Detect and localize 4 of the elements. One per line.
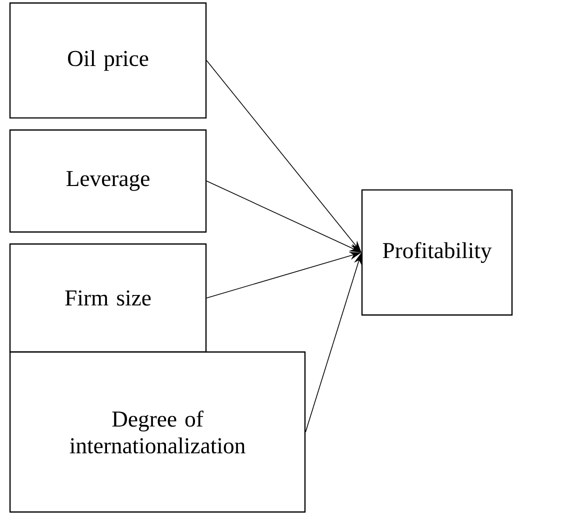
box: Firm size xyxy=(9,243,207,353)
box: Leverage xyxy=(9,129,207,233)
box: Oil price xyxy=(9,2,207,119)
box: Profitability xyxy=(361,189,513,316)
